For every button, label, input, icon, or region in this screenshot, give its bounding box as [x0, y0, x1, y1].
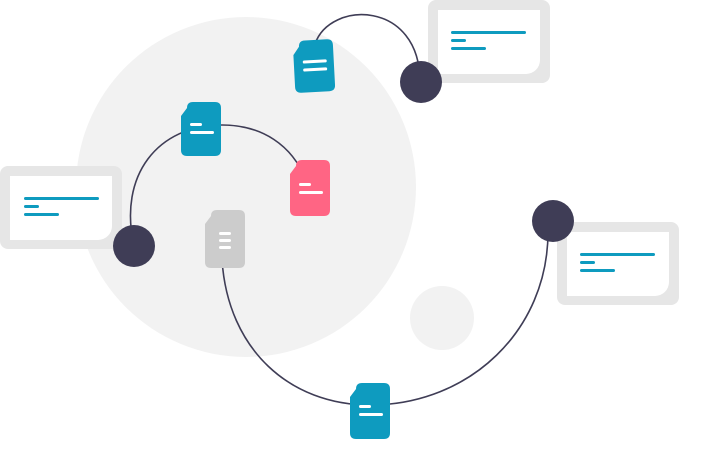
- backdrop-circle: [76, 17, 416, 357]
- info-card-left: [0, 166, 122, 249]
- node-dot-right: [532, 200, 574, 242]
- document-icon-teal-bottom: [350, 383, 390, 439]
- document-icon-gray: [205, 210, 245, 268]
- node-dot-top: [400, 61, 442, 103]
- document-icon-teal-top: [293, 39, 336, 93]
- connector-arc-top: [314, 13, 421, 83]
- info-card-right: [557, 222, 679, 305]
- small-backdrop-circle: [410, 286, 474, 350]
- document-icon-pink: [290, 160, 330, 216]
- node-dot-left: [113, 225, 155, 267]
- document-icon-teal-left: [181, 102, 221, 156]
- info-card-top-right: [428, 0, 550, 83]
